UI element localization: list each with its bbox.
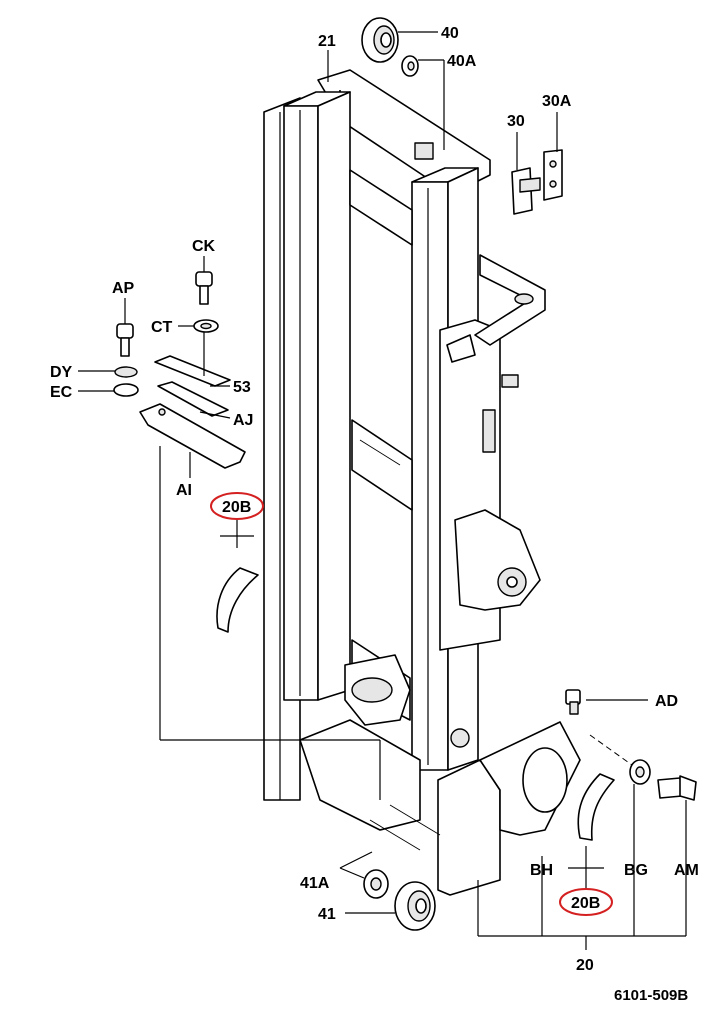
bracket-AI-hole bbox=[158, 408, 166, 416]
label-AM: AM bbox=[674, 862, 699, 879]
label-30A: 30A bbox=[542, 93, 572, 110]
mast-assembly bbox=[263, 69, 581, 896]
label-AD: AD bbox=[655, 693, 678, 710]
washer-40A bbox=[401, 55, 419, 77]
label-30: 30 bbox=[507, 113, 525, 130]
label-AJ: AJ bbox=[233, 412, 253, 429]
fitting-AD bbox=[565, 689, 581, 715]
label-40: 40 bbox=[441, 25, 459, 42]
highlight-20B-top bbox=[210, 492, 264, 520]
label-CT: CT bbox=[151, 319, 173, 336]
label-20: 20 bbox=[576, 957, 594, 974]
label-21: 21 bbox=[318, 33, 336, 50]
shim-20B-top bbox=[216, 567, 259, 633]
label-41: 41 bbox=[318, 906, 336, 923]
shim-20B-bottom bbox=[577, 773, 615, 841]
bracket-AI bbox=[139, 403, 246, 469]
label-AI: AI bbox=[176, 482, 192, 499]
washer-41A-hole bbox=[370, 877, 382, 891]
label-CK: CK bbox=[192, 238, 216, 255]
washer-DY bbox=[114, 366, 138, 378]
label-20B-top: 20B bbox=[222, 499, 251, 516]
washer-BG-hole bbox=[635, 766, 645, 778]
label-BG: BG bbox=[624, 862, 648, 879]
callout-labels: 21 40 40A 30 30A CK AP CT DY EC 53 AJ AI… bbox=[50, 25, 699, 1004]
label-BH: BH bbox=[530, 862, 553, 879]
washer-EC bbox=[113, 383, 139, 397]
bearing-40 bbox=[361, 17, 399, 63]
highlight-20B-bottom bbox=[559, 888, 613, 916]
label-20B-bottom: 20B bbox=[571, 895, 600, 912]
figure-code: 6101-509B bbox=[614, 987, 688, 1004]
bolt-AP bbox=[116, 323, 134, 357]
shim-AJ bbox=[157, 381, 229, 417]
label-AP: AP bbox=[112, 280, 135, 297]
bearing-41 bbox=[394, 881, 436, 931]
bracket-30 bbox=[511, 167, 541, 215]
plate-53 bbox=[154, 355, 231, 387]
leader-lines bbox=[78, 31, 687, 950]
label-53: 53 bbox=[233, 379, 251, 396]
label-EC: EC bbox=[50, 384, 73, 401]
washer-CT-hole bbox=[200, 322, 212, 330]
label-41A: 41A bbox=[300, 875, 330, 892]
bracket-30A bbox=[543, 149, 563, 201]
label-40A: 40A bbox=[447, 53, 477, 70]
bolt-CK bbox=[195, 271, 213, 305]
label-DY: DY bbox=[50, 364, 73, 381]
bolt-AM bbox=[657, 775, 697, 801]
